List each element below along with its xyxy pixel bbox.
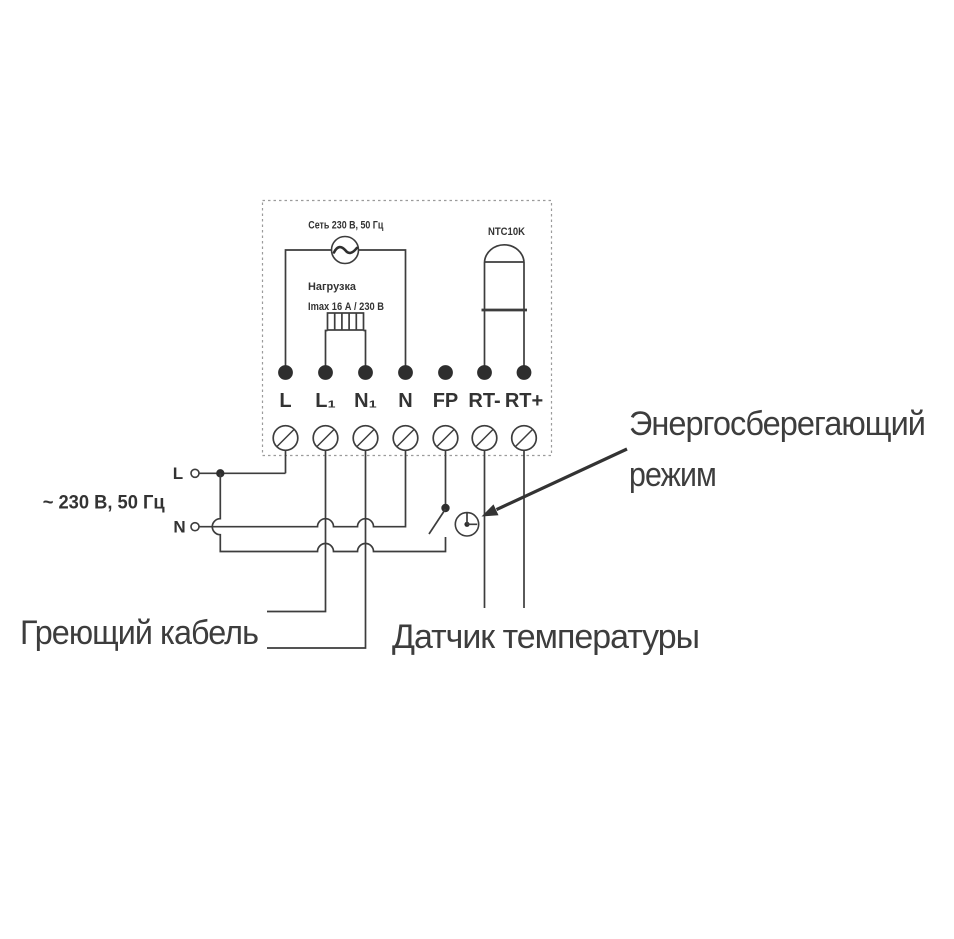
- load-label-line1: Нагрузка: [308, 281, 357, 293]
- arrow-head: [481, 504, 499, 517]
- screw-slot: [316, 428, 335, 448]
- terminal-dot: [477, 365, 492, 380]
- energy-saving-label-line2: режим: [629, 456, 716, 494]
- wire-internal-live: [284, 249, 332, 368]
- wire-heating-cable-2: [267, 450, 367, 649]
- sensor-dome: [483, 244, 525, 263]
- terminal-label: L: [279, 390, 291, 412]
- screw-slot: [436, 428, 455, 448]
- terminal-label: L₁: [315, 390, 336, 412]
- terminal-N1: N₁: [352, 365, 379, 452]
- terminal-dot: [438, 365, 453, 380]
- mains-neutral-terminal: [190, 521, 200, 532]
- ac-source-symbol: Сеть 230 В, 50 Гц: [284, 220, 407, 368]
- clock-hands: [466, 512, 478, 526]
- wire-neutral-input: [199, 450, 407, 528]
- clock-icon: [454, 511, 480, 537]
- wire-heating-cable-1: [267, 450, 327, 613]
- sensor-model-label: NTC10K: [488, 226, 525, 238]
- power-source-label: Сеть 230 В, 50 Гц: [308, 220, 383, 232]
- wire-internal-neutral: [358, 249, 407, 368]
- terminal-L: L: [272, 365, 299, 452]
- arrow-shaft: [495, 447, 628, 512]
- terminal-L1: L₁: [312, 365, 339, 452]
- switch-blade: [428, 508, 447, 535]
- switch-pivot-dot: [441, 503, 450, 513]
- terminal-dot: [398, 365, 413, 380]
- terminal-label: FP: [433, 390, 459, 412]
- energy-saving-label-line1: Энергосберегающий: [629, 405, 925, 443]
- screw-slot: [514, 428, 534, 448]
- terminal-dot: [516, 365, 532, 380]
- mains-line-label: L: [173, 464, 183, 483]
- terminal-RT-minus: RT-: [468, 365, 501, 452]
- terminal-RT-plus: RT+: [505, 365, 543, 452]
- annotation-arrow: [481, 447, 628, 517]
- temperature-sensor-label: Датчик температуры: [392, 618, 699, 656]
- screw-slot: [475, 428, 494, 448]
- heater-hatching: [333, 313, 358, 330]
- screw-slot: [276, 428, 295, 448]
- terminal-N: N: [392, 365, 419, 452]
- terminal-label: N₁: [354, 390, 377, 412]
- terminal-dot: [318, 365, 333, 380]
- terminal-dot: [278, 365, 293, 380]
- external-wiring: L ~ 230 В, 50 Гц N: [43, 450, 525, 649]
- terminal-label: RT+: [505, 390, 543, 412]
- mains-neutral-label: N: [173, 518, 185, 537]
- heater-icon: [326, 312, 365, 331]
- ntc-sensor-symbol: NTC10K: [481, 226, 527, 366]
- sine-icon: [332, 245, 359, 255]
- load-heater-symbol: Нагрузка Imax 16 А / 230 В: [308, 281, 384, 368]
- terminal-dot: [358, 365, 373, 380]
- heating-cable-label: Греющий кабель: [20, 614, 258, 652]
- screw-slot: [356, 428, 375, 448]
- energy-saving-switch-symbol: [428, 450, 480, 537]
- terminal-label: N: [398, 390, 412, 412]
- load-label-line2: Imax 16 А / 230 В: [308, 301, 384, 313]
- thermostat-device-outline: [261, 199, 553, 457]
- terminal-label: RT-: [468, 390, 500, 412]
- mains-voltage-label: ~ 230 В, 50 Гц: [43, 492, 165, 513]
- mains-line-terminal: [190, 468, 200, 479]
- screw-slot: [396, 428, 415, 448]
